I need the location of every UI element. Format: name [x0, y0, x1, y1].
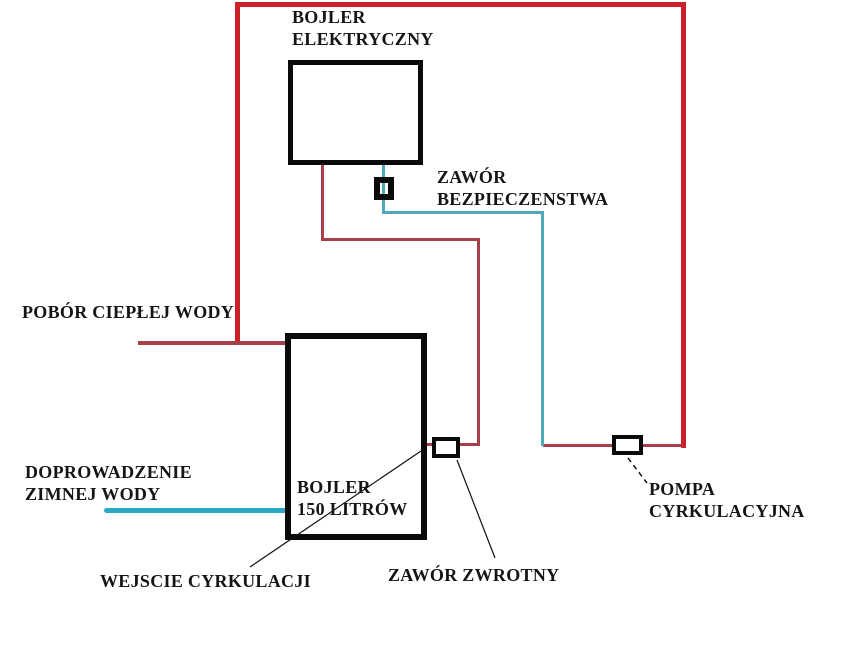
check-valve-symbol	[432, 437, 460, 458]
safety-pipe-horizontal	[382, 211, 544, 214]
cold-water-supply-label-line2: ZIMNEJ WODY	[25, 484, 161, 504]
electric-boiler-box	[288, 60, 423, 165]
hot-pipe-right-vertical	[681, 2, 686, 448]
pointer-line-check-valve	[456, 459, 496, 559]
safety-valve-symbol	[374, 177, 394, 200]
circulation-pipe-left-of-pump	[543, 444, 613, 447]
circulation-inlet-label: WEJSCIE CYRKULACJI	[100, 571, 311, 591]
safety-valve-label-line2: BEZPIECZENSTWA	[437, 189, 609, 209]
pointer-line-pump	[627, 457, 648, 484]
circulation-pipe-right-of-pump	[642, 444, 683, 447]
safety-pipe-down-vertical	[541, 211, 544, 446]
boiler-150-label: BOJLER 150 LITRÓW	[297, 476, 408, 520]
circulation-pump-label-line1: POMPA	[649, 479, 716, 499]
cold-water-supply-label: DOPROWADZENIE ZIMNEJ WODY	[25, 461, 192, 505]
circulation-pump-label: POMPA CYRKULACYJNA	[649, 478, 805, 522]
hot-pipe-left-vertical	[235, 2, 240, 343]
hot-pipe-top	[235, 2, 686, 7]
hot-branch-from-electric-boiler	[321, 165, 324, 241]
hot-water-draw-label: POBÓR CIEPŁEJ WODY	[22, 302, 235, 322]
hot-branch-horizontal	[321, 238, 480, 241]
electric-boiler-label-line1: BOJLER	[292, 7, 366, 27]
boiler-150-label-line1: BOJLER	[297, 477, 371, 497]
safety-valve-label: ZAWÓR BEZPIECZENSTWA	[437, 166, 608, 210]
cold-water-supply-pipe	[104, 508, 288, 513]
hot-branch-down-vertical	[477, 238, 480, 446]
circulation-pump-symbol	[612, 435, 643, 455]
safety-valve-label-line1: ZAWÓR	[437, 167, 507, 187]
boiler-150-label-line2: 150 LITRÓW	[297, 499, 408, 519]
cold-water-supply-label-line1: DOPROWADZENIE	[25, 462, 192, 482]
safety-valve-pipe-vertical	[382, 165, 385, 213]
check-valve-boiler-stub	[426, 443, 434, 446]
circulation-pump-label-line2: CYRKULACYJNA	[649, 501, 805, 521]
electric-boiler-label: BOJLER ELEKTRYCZNY	[292, 6, 434, 50]
hot-branch-to-check-valve	[459, 443, 480, 446]
electric-boiler-label-line2: ELEKTRYCZNY	[292, 29, 434, 49]
hot-water-draw-pipe	[138, 341, 288, 345]
check-valve-label: ZAWÓR ZWROTNY	[388, 565, 560, 585]
